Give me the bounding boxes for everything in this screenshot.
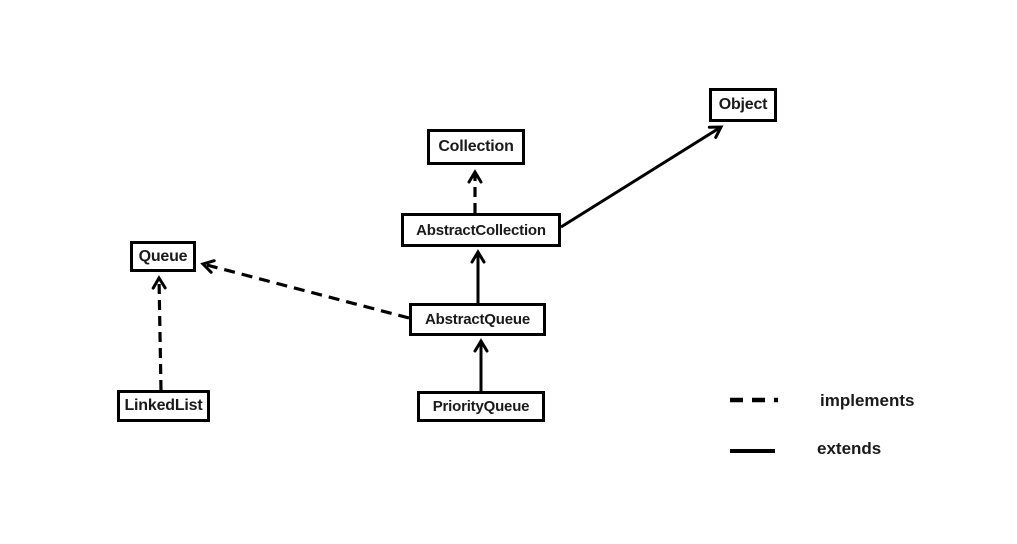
node-queue: Queue [130,241,196,272]
node-collection: Collection [427,129,525,165]
node-abstract-collection: AbstractCollection [401,213,561,247]
node-abstract-queue: AbstractQueue [409,303,546,336]
node-linked-list: LinkedList [117,390,210,422]
node-object: Object [709,88,777,122]
edge-abstractcollection-extends-object [560,125,724,229]
legend-label-implements: implements [820,391,915,410]
edge-linkedlist-implements-queue [151,275,167,391]
legend-label-extends: extends [817,439,882,458]
node-priority-queue: PriorityQueue [417,391,545,422]
edge-abstractqueue-implements-queue [200,259,410,320]
